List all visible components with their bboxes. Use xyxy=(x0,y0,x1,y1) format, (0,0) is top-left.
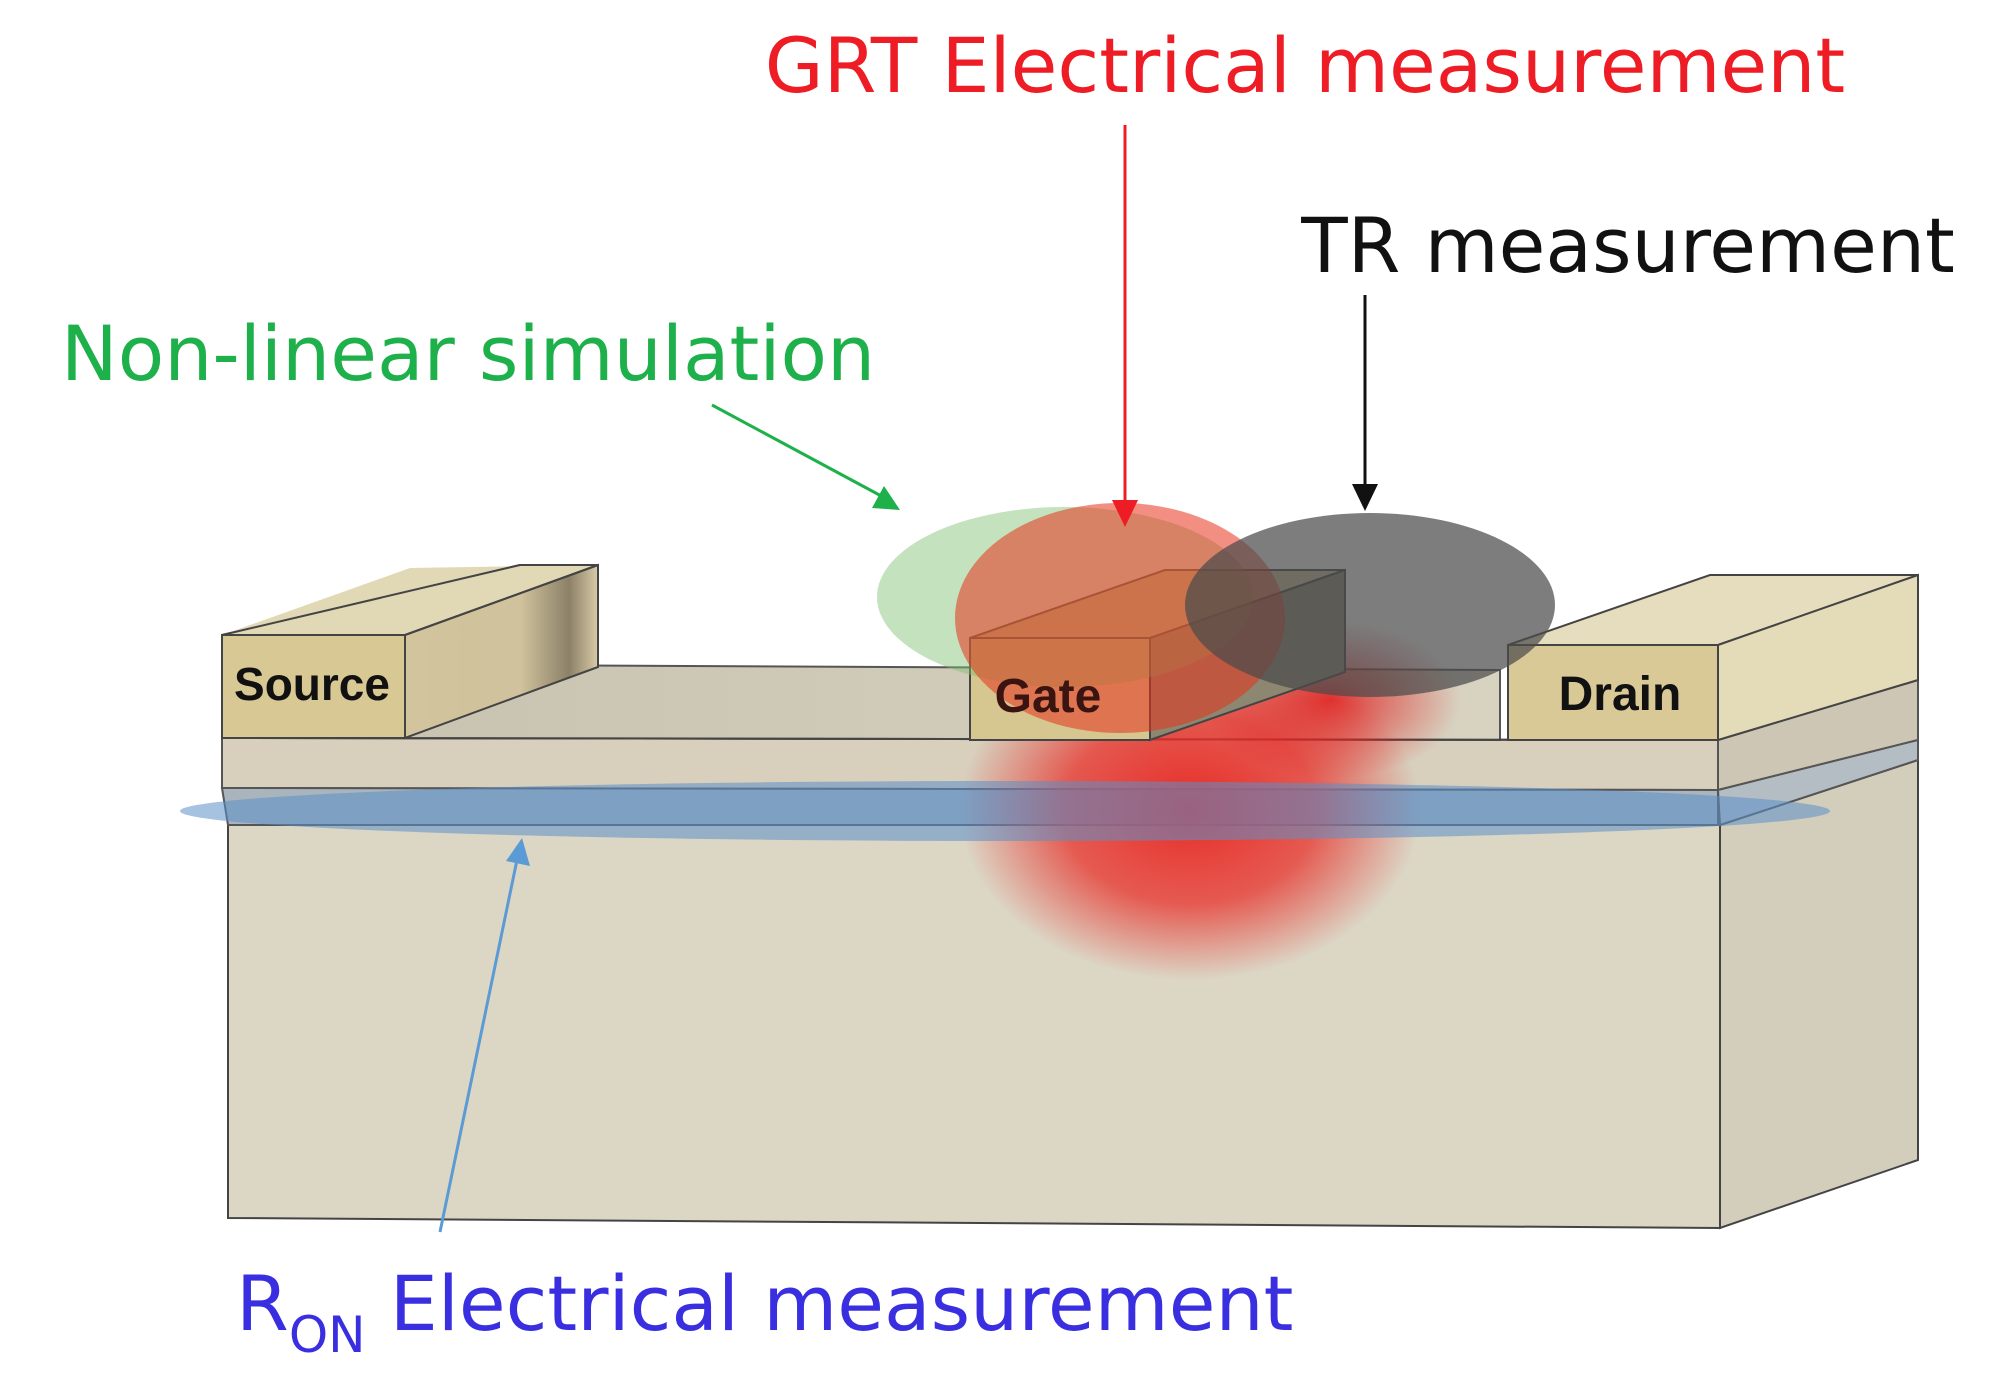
drain-label: Drain xyxy=(1559,668,1682,721)
source-label: Source xyxy=(234,658,390,710)
ron-label-subscript: ON xyxy=(289,1306,366,1364)
substrate-side-face xyxy=(1719,758,1919,1230)
grt-arrow xyxy=(1112,125,1138,527)
drain-front xyxy=(1507,644,1719,741)
grt-measurement-spot xyxy=(955,503,1285,733)
tr-arrow xyxy=(1352,295,1378,511)
tr-label: TR measurement xyxy=(1300,201,1955,290)
ron-label-rest: Electrical measurement xyxy=(366,1259,1294,1348)
nonlinear-label: Non-linear simulation xyxy=(61,309,875,398)
drain-contact: Drain xyxy=(1507,573,1919,742)
source-contact: Source xyxy=(221,563,599,740)
ron-channel-ellipse xyxy=(180,781,1830,841)
source-top-fill xyxy=(222,565,598,635)
nonlinear-arrow xyxy=(711,403,900,510)
ron-label: RON Electrical measurement xyxy=(236,1259,1293,1364)
ron-label-main: R xyxy=(236,1259,289,1348)
grt-label: GRT Electrical measurement xyxy=(765,21,1845,110)
ron-arrow xyxy=(438,838,530,1233)
tr-measurement-spot xyxy=(1185,513,1555,697)
substrate-front-face xyxy=(227,824,1721,1230)
gate-label: Gate xyxy=(995,670,1102,723)
